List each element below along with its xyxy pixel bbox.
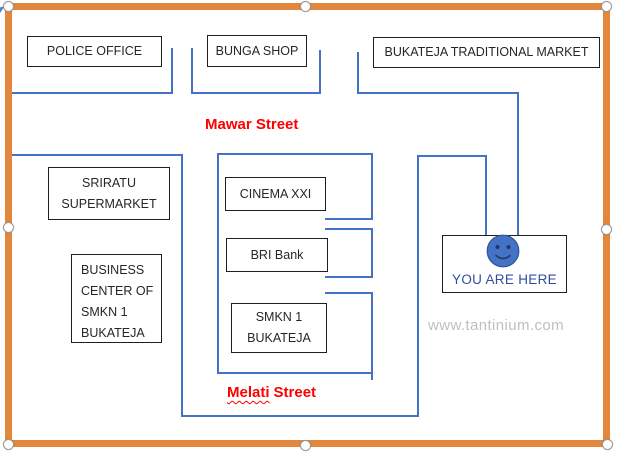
resize-handle-middle-left[interactable] xyxy=(2,221,14,233)
building-business-center: BUSINESS CENTER OF SMKN 1 BUKATEJA xyxy=(71,254,162,343)
resize-handle-bottom-left[interactable] xyxy=(2,438,14,450)
street-line xyxy=(217,153,219,374)
building-label: BUKATEJA xyxy=(247,331,311,345)
building-label: CINEMA XXI xyxy=(239,186,312,201)
resize-handle-bottom-center[interactable] xyxy=(299,439,311,451)
street-line xyxy=(417,155,487,157)
street-line xyxy=(11,92,172,94)
resize-handle-top-right[interactable] xyxy=(600,0,612,12)
building-label: BUNGA SHOP xyxy=(215,43,299,58)
street-line xyxy=(181,154,183,416)
resize-handle-top-center[interactable] xyxy=(299,0,311,12)
street-line xyxy=(357,92,519,94)
building-bri-bank: BRI Bank xyxy=(226,238,328,272)
building-label: BUSINESS xyxy=(81,263,145,277)
street-line xyxy=(371,292,373,380)
building-police-office: POLICE OFFICE xyxy=(27,36,162,67)
you-are-here-label: YOU ARE HERE xyxy=(452,272,557,287)
street-label-melati-word: Melati xyxy=(227,384,270,401)
building-label: POLICE OFFICE xyxy=(46,44,143,58)
building-label: SMKN 1 xyxy=(81,305,128,319)
street-line xyxy=(485,155,487,236)
street-line xyxy=(325,276,373,278)
street-line xyxy=(325,218,373,220)
smiley-face-icon xyxy=(486,234,520,268)
street-line xyxy=(181,415,419,417)
building-smkn-1-bukateja: SMKN 1 BUKATEJA xyxy=(231,303,327,353)
street-line xyxy=(191,48,193,94)
building-label: SRIRATU xyxy=(82,175,136,190)
street-label-melati-rest: Street xyxy=(273,384,317,401)
resize-handle-top-left[interactable] xyxy=(2,0,14,12)
street-line xyxy=(371,153,373,220)
street-line xyxy=(217,153,373,155)
street-line xyxy=(325,228,373,230)
building-bunga-shop: BUNGA SHOP xyxy=(207,35,307,67)
watermark: www.tantinium.com xyxy=(428,317,565,334)
building-cinema-xxi: CINEMA XXI xyxy=(225,177,326,211)
building-sriratu-supermarket: SRIRATU SUPERMARKET xyxy=(48,167,170,220)
street-line xyxy=(357,52,359,94)
building-label: SMKN 1 xyxy=(255,310,303,324)
street-line xyxy=(217,372,373,374)
street-line xyxy=(191,92,320,94)
building-label: BUKATEJA TRADITIONAL MARKET xyxy=(384,45,589,59)
street-line xyxy=(517,92,519,236)
street-line xyxy=(11,154,182,156)
street-line xyxy=(371,228,373,278)
building-label: SUPERMARKET xyxy=(61,196,157,211)
building-label: CENTER OF xyxy=(81,284,154,298)
street-line xyxy=(325,292,373,294)
building-label: BRI Bank xyxy=(250,247,304,262)
resize-handle-middle-right[interactable] xyxy=(600,223,612,235)
street-line xyxy=(319,50,321,94)
resize-handle-bottom-right[interactable] xyxy=(601,438,613,450)
street-line xyxy=(171,48,173,94)
building-label: BUKATEJA xyxy=(81,326,145,340)
selection-frame[interactable] xyxy=(5,3,610,447)
street-line xyxy=(417,155,419,417)
building-bukateja-traditional-market: BUKATEJA TRADITIONAL MARKET xyxy=(373,37,600,68)
street-label-mawar: Mawar Street xyxy=(205,116,299,133)
